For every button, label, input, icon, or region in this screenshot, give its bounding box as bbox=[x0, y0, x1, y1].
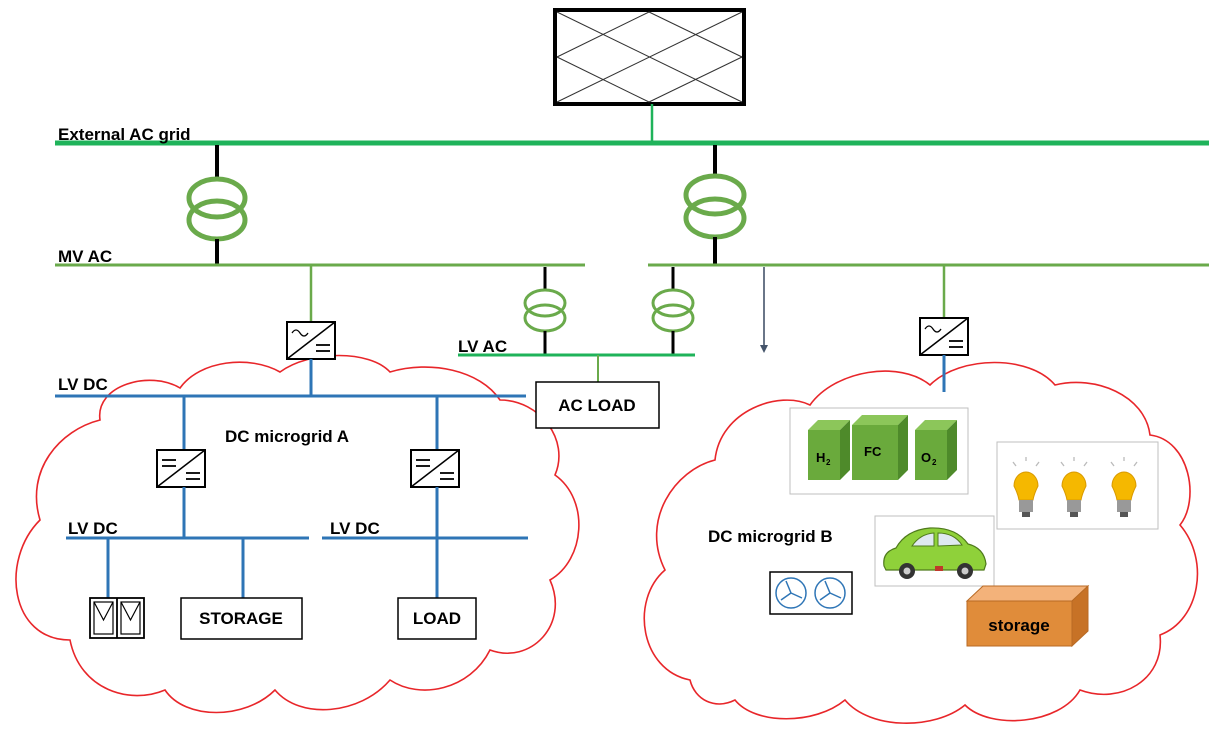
ac-load-box: AC LOAD bbox=[535, 381, 660, 429]
o2-sub-label: 2 bbox=[932, 458, 937, 467]
bulbs-group bbox=[996, 441, 1159, 530]
grid-substation-icon bbox=[553, 8, 746, 143]
o2-label: O bbox=[921, 450, 931, 465]
ac-load-label: AC LOAD bbox=[558, 396, 635, 415]
storage-box-a: STORAGE bbox=[180, 597, 303, 640]
h2-sub-label: 2 bbox=[826, 458, 831, 467]
external-ac-grid-label: External AC grid bbox=[58, 125, 191, 144]
fc-label: FC bbox=[864, 444, 882, 459]
converter-icon bbox=[919, 317, 969, 356]
storage-b-label: storage bbox=[988, 616, 1049, 635]
cloud-microgrid-b bbox=[643, 361, 1199, 724]
lv-dc-main-label: LV DC bbox=[58, 375, 108, 394]
converter-icon bbox=[156, 449, 206, 488]
arrow-down-icon bbox=[760, 267, 768, 353]
wind-turbine-icon bbox=[769, 571, 853, 615]
transformer-icon bbox=[186, 145, 248, 265]
converter-icon bbox=[410, 449, 460, 488]
dc-microgrid-a-label: DC microgrid A bbox=[225, 427, 349, 446]
mv-ac-label: MV AC bbox=[58, 247, 112, 266]
bulb-icon bbox=[1012, 457, 1040, 517]
bulb-icon bbox=[1110, 457, 1138, 517]
load-box-a: LOAD bbox=[397, 597, 477, 640]
dc-microgrid-b-label: DC microgrid B bbox=[708, 527, 833, 546]
car-icon bbox=[874, 515, 995, 587]
converter-icon bbox=[286, 321, 336, 360]
h2-label: H bbox=[816, 450, 825, 465]
bulb-icon bbox=[1060, 457, 1088, 517]
transformer-icon bbox=[683, 145, 747, 265]
lv-ac-label: LV AC bbox=[458, 337, 507, 356]
storage-a-label: STORAGE bbox=[199, 609, 283, 628]
transformer-icon bbox=[651, 267, 695, 355]
fuel-cell-icon: H 2 FC O 2 bbox=[789, 407, 969, 495]
pv-panel-icon bbox=[89, 597, 145, 639]
load-a-label: LOAD bbox=[413, 609, 461, 628]
lv-dc-left-label: LV DC bbox=[68, 519, 118, 538]
lv-dc-right-label: LV DC bbox=[330, 519, 380, 538]
storage-icon: storage bbox=[965, 584, 1090, 648]
transformer-icon bbox=[523, 267, 567, 355]
